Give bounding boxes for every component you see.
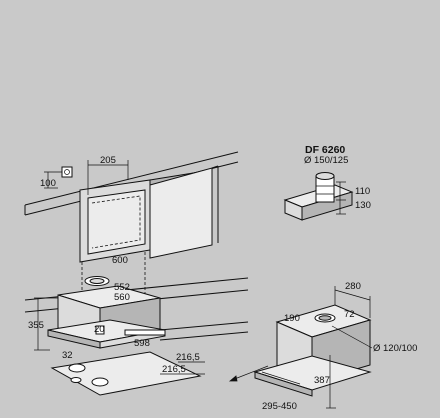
label-duct-diameter: Ø 150/125 (304, 155, 348, 166)
cutout-hole-1 (68, 363, 86, 373)
filter-strip (124, 329, 166, 336)
cutout-hole-3 (70, 377, 82, 383)
adapter-tube-top (315, 172, 335, 180)
label-range: 295-450 (262, 401, 297, 412)
dimension-labels: 100 205 600 552 560 355 20 32 598 216,5 … (28, 155, 417, 412)
label-205: 205 (100, 155, 116, 166)
label-560: 560 (114, 292, 130, 303)
counter-line-4 (159, 331, 249, 341)
exhaust-opening (89, 278, 105, 284)
hood2-visor-front (254, 371, 313, 397)
label-355: 355 (28, 320, 44, 331)
mounting-bracket (61, 166, 73, 178)
cutout-board (50, 351, 202, 396)
cutout-plan (50, 351, 205, 396)
label-216-bottom: 216,5 (162, 364, 186, 375)
adapter-plate-side (301, 191, 353, 221)
cabinet-inner (87, 189, 146, 255)
duct-adapter (283, 172, 354, 221)
hood2-opening (318, 315, 332, 321)
shelf-top-edge (24, 151, 239, 206)
label-100: 100 (40, 178, 56, 189)
hood2-visor-line (261, 371, 301, 385)
control-knob (95, 325, 105, 335)
door-top (211, 165, 219, 169)
label-130: 130 (355, 200, 371, 211)
label-280: 280 (345, 281, 361, 292)
label-72: 72 (344, 309, 355, 320)
cabinet-guide (91, 195, 141, 249)
dim-280-line (334, 289, 371, 301)
label-598: 598 (134, 338, 150, 349)
hood-unit (34, 276, 166, 351)
hood-dimensioned (228, 286, 373, 409)
label-32: 32 (62, 350, 73, 361)
cutout-hole-2 (91, 377, 109, 387)
wall-cabinet (24, 151, 239, 310)
range-arrow-icon (228, 375, 238, 382)
label-outlet-diameter: Ø 120/100 (373, 343, 417, 354)
label-110: 110 (355, 186, 370, 197)
label-387: 387 (314, 375, 330, 386)
screw-icon (64, 169, 70, 175)
label-600: 600 (112, 255, 128, 266)
label-model: DF 6260 (305, 144, 345, 156)
counter-line-3 (159, 321, 249, 331)
dim-range-line (231, 365, 269, 381)
label-552: 552 (114, 282, 130, 293)
label-190: 190 (284, 313, 300, 324)
label-216-top: 216,5 (176, 352, 200, 363)
label-20: 20 (94, 324, 105, 335)
diameter-leader (331, 325, 373, 349)
